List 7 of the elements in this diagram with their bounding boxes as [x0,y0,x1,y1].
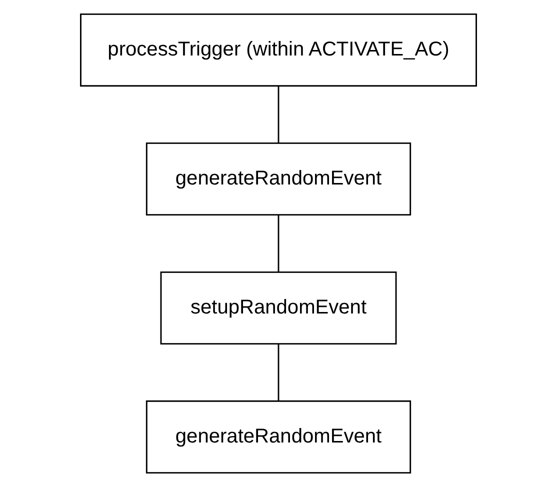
connector [278,86,280,144]
node-box: setupRandomEvent [160,271,397,345]
node-box: generateRandomEvent [146,142,412,216]
connector [278,214,280,272]
node-box: processTrigger (within ACTIVATE_AC) [80,13,477,87]
connector [278,344,280,402]
node-box: generateRandomEvent [146,400,412,474]
